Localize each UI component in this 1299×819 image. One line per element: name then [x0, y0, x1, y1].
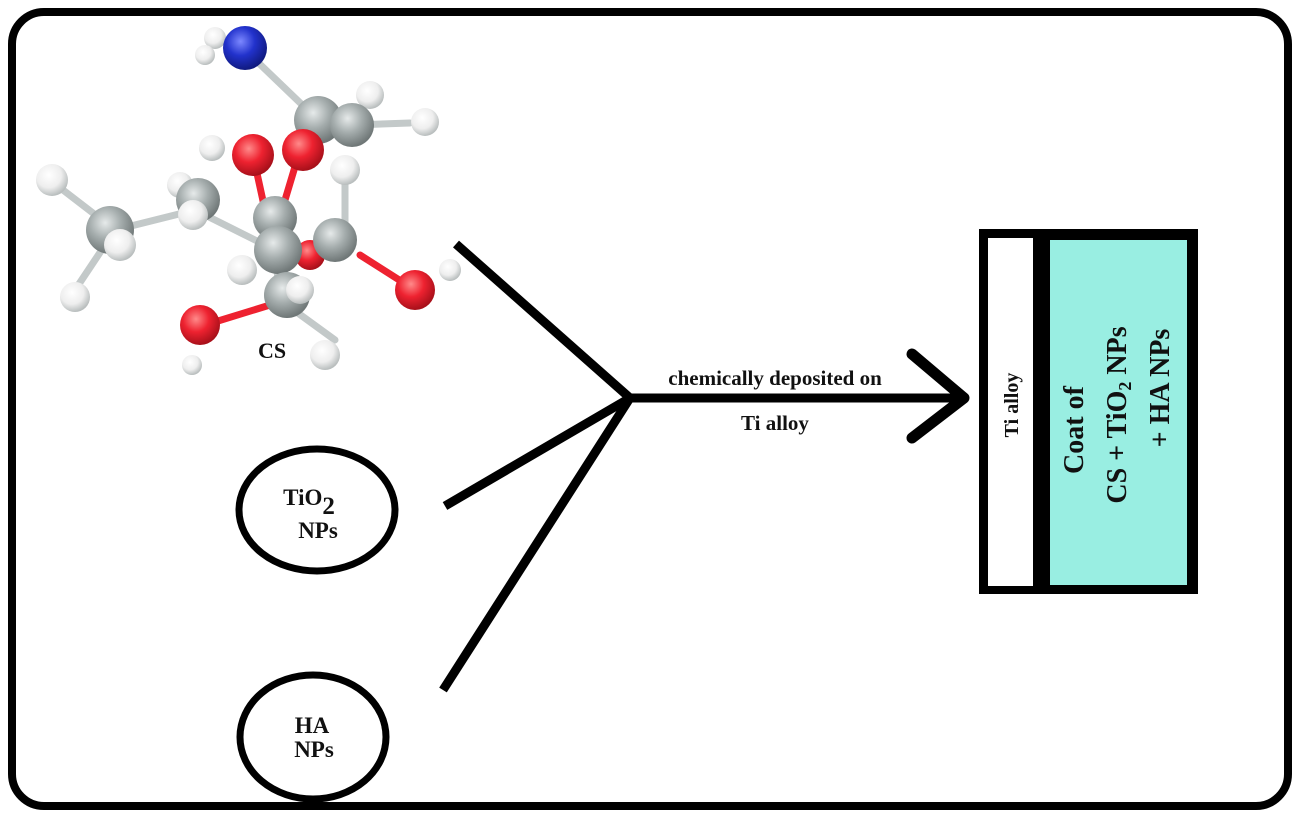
molecule-label: CS [258, 338, 286, 363]
substrate-label: Ti alloy [1001, 373, 1023, 438]
arrow-label-top: chemically deposited on [668, 366, 882, 390]
tio2-subscript: 2 [322, 493, 335, 520]
line-from-cs [453, 240, 633, 402]
svg-text:TiO2: TiO2 [283, 485, 335, 520]
chitosan-molecule-model: CS [36, 26, 461, 375]
tio2-nps-label: NPs [298, 518, 338, 543]
coat-line-1: Coat of [1059, 385, 1090, 474]
ha-label: HA [295, 713, 330, 738]
arrow-head-icon [906, 348, 970, 444]
ha-nps-label: NPs [294, 737, 334, 762]
outer-frame [8, 8, 1292, 810]
svg-text:CS + TiO2 NPs: CS + TiO2 NPs [1102, 326, 1135, 503]
converging-lines [439, 240, 634, 693]
line-from-tio2 [442, 394, 633, 510]
coated-ti-alloy-block: Ti alloy Coat of CS + TiO2 NPs + HA NPs [979, 229, 1198, 594]
tio2-nps-node: TiO2 NPs [235, 445, 399, 575]
coat-line-3: + HA NPs [1145, 329, 1176, 448]
reaction-arrow: chemically deposited on Ti alloy [626, 348, 970, 444]
line-from-ha [439, 395, 634, 693]
coating-layer [1050, 240, 1187, 585]
coat-line-2b: NPs [1102, 326, 1133, 381]
coat-line-2-sub: 2 [1115, 382, 1135, 391]
arrow-label-bottom: Ti alloy [741, 411, 809, 435]
tio2-label: TiO [283, 485, 322, 510]
ti-alloy-substrate [988, 238, 1033, 586]
ha-nps-node: HA NPs [236, 671, 390, 803]
coat-line-2a: CS + TiO [1102, 391, 1133, 504]
